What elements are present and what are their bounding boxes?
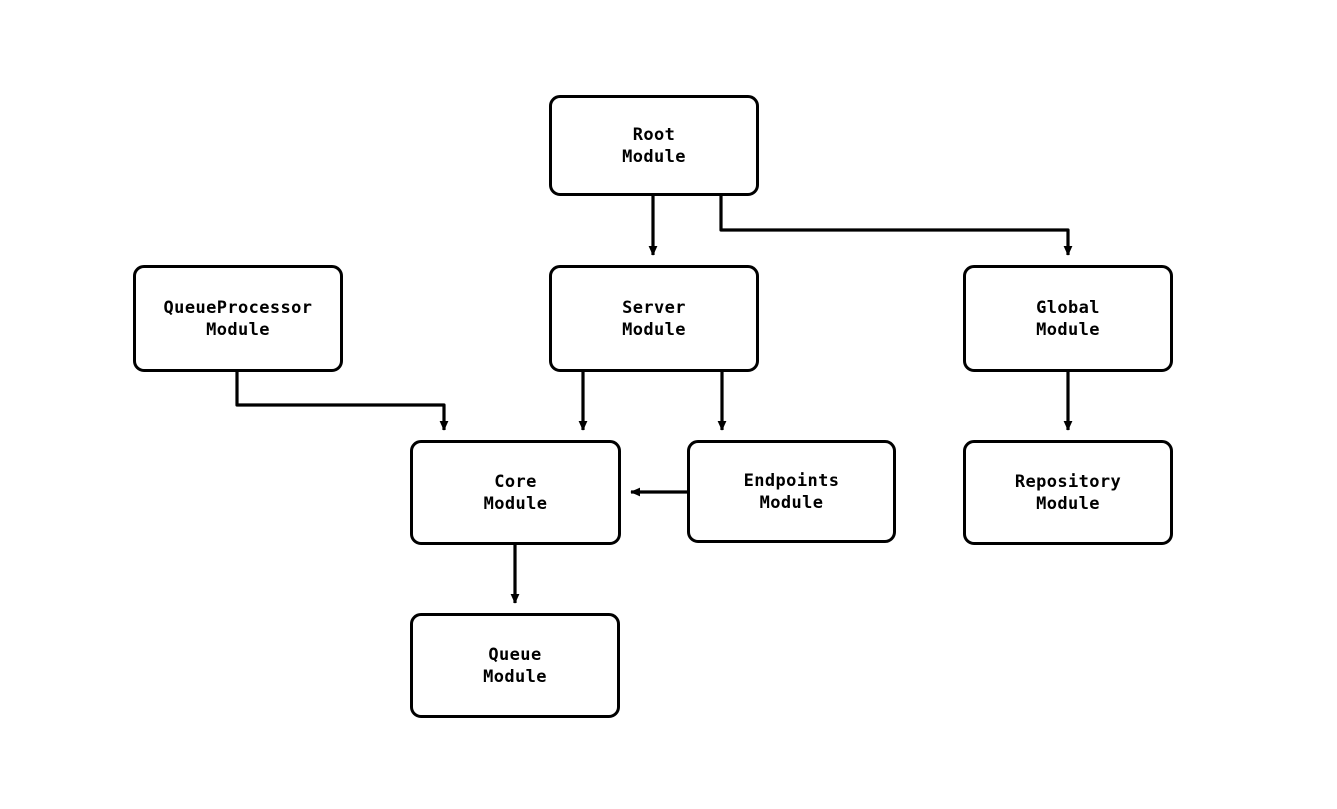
node-root-line2: Module xyxy=(622,146,686,167)
edge-root-global xyxy=(719,196,1073,256)
node-root-line1: Root xyxy=(632,124,676,145)
node-queueprocessor-line1: QueueProcessor xyxy=(163,297,313,318)
node-server-line2: Module xyxy=(622,319,686,340)
node-repository[interactable]: Repository Module xyxy=(963,440,1173,545)
node-server-line1: Server xyxy=(622,297,686,318)
node-queueprocessor-line2: Module xyxy=(206,319,270,340)
node-queueprocessor[interactable]: QueueProcessor Module xyxy=(133,265,343,372)
node-core[interactable]: Core Module xyxy=(410,440,621,545)
node-global[interactable]: Global Module xyxy=(963,265,1173,372)
node-repository-line1: Repository xyxy=(1014,471,1122,492)
node-server[interactable]: Server Module xyxy=(549,265,759,372)
node-core-line2: Module xyxy=(483,493,548,514)
node-endpoints[interactable]: Endpoints Module xyxy=(687,440,896,543)
node-queue[interactable]: Queue Module xyxy=(410,613,620,718)
node-endpoints-line1: Endpoints xyxy=(743,470,840,491)
edge-queueprocessor-core xyxy=(235,372,449,431)
node-queue-line2: Module xyxy=(483,666,547,687)
node-global-line2: Module xyxy=(1036,319,1100,340)
node-root[interactable]: Root Module xyxy=(549,95,759,196)
node-repository-line2: Module xyxy=(1036,493,1100,514)
node-endpoints-line2: Module xyxy=(759,492,824,513)
node-global-line1: Global xyxy=(1036,297,1100,318)
node-core-line1: Core xyxy=(494,471,537,492)
node-queue-line1: Queue xyxy=(488,644,542,665)
